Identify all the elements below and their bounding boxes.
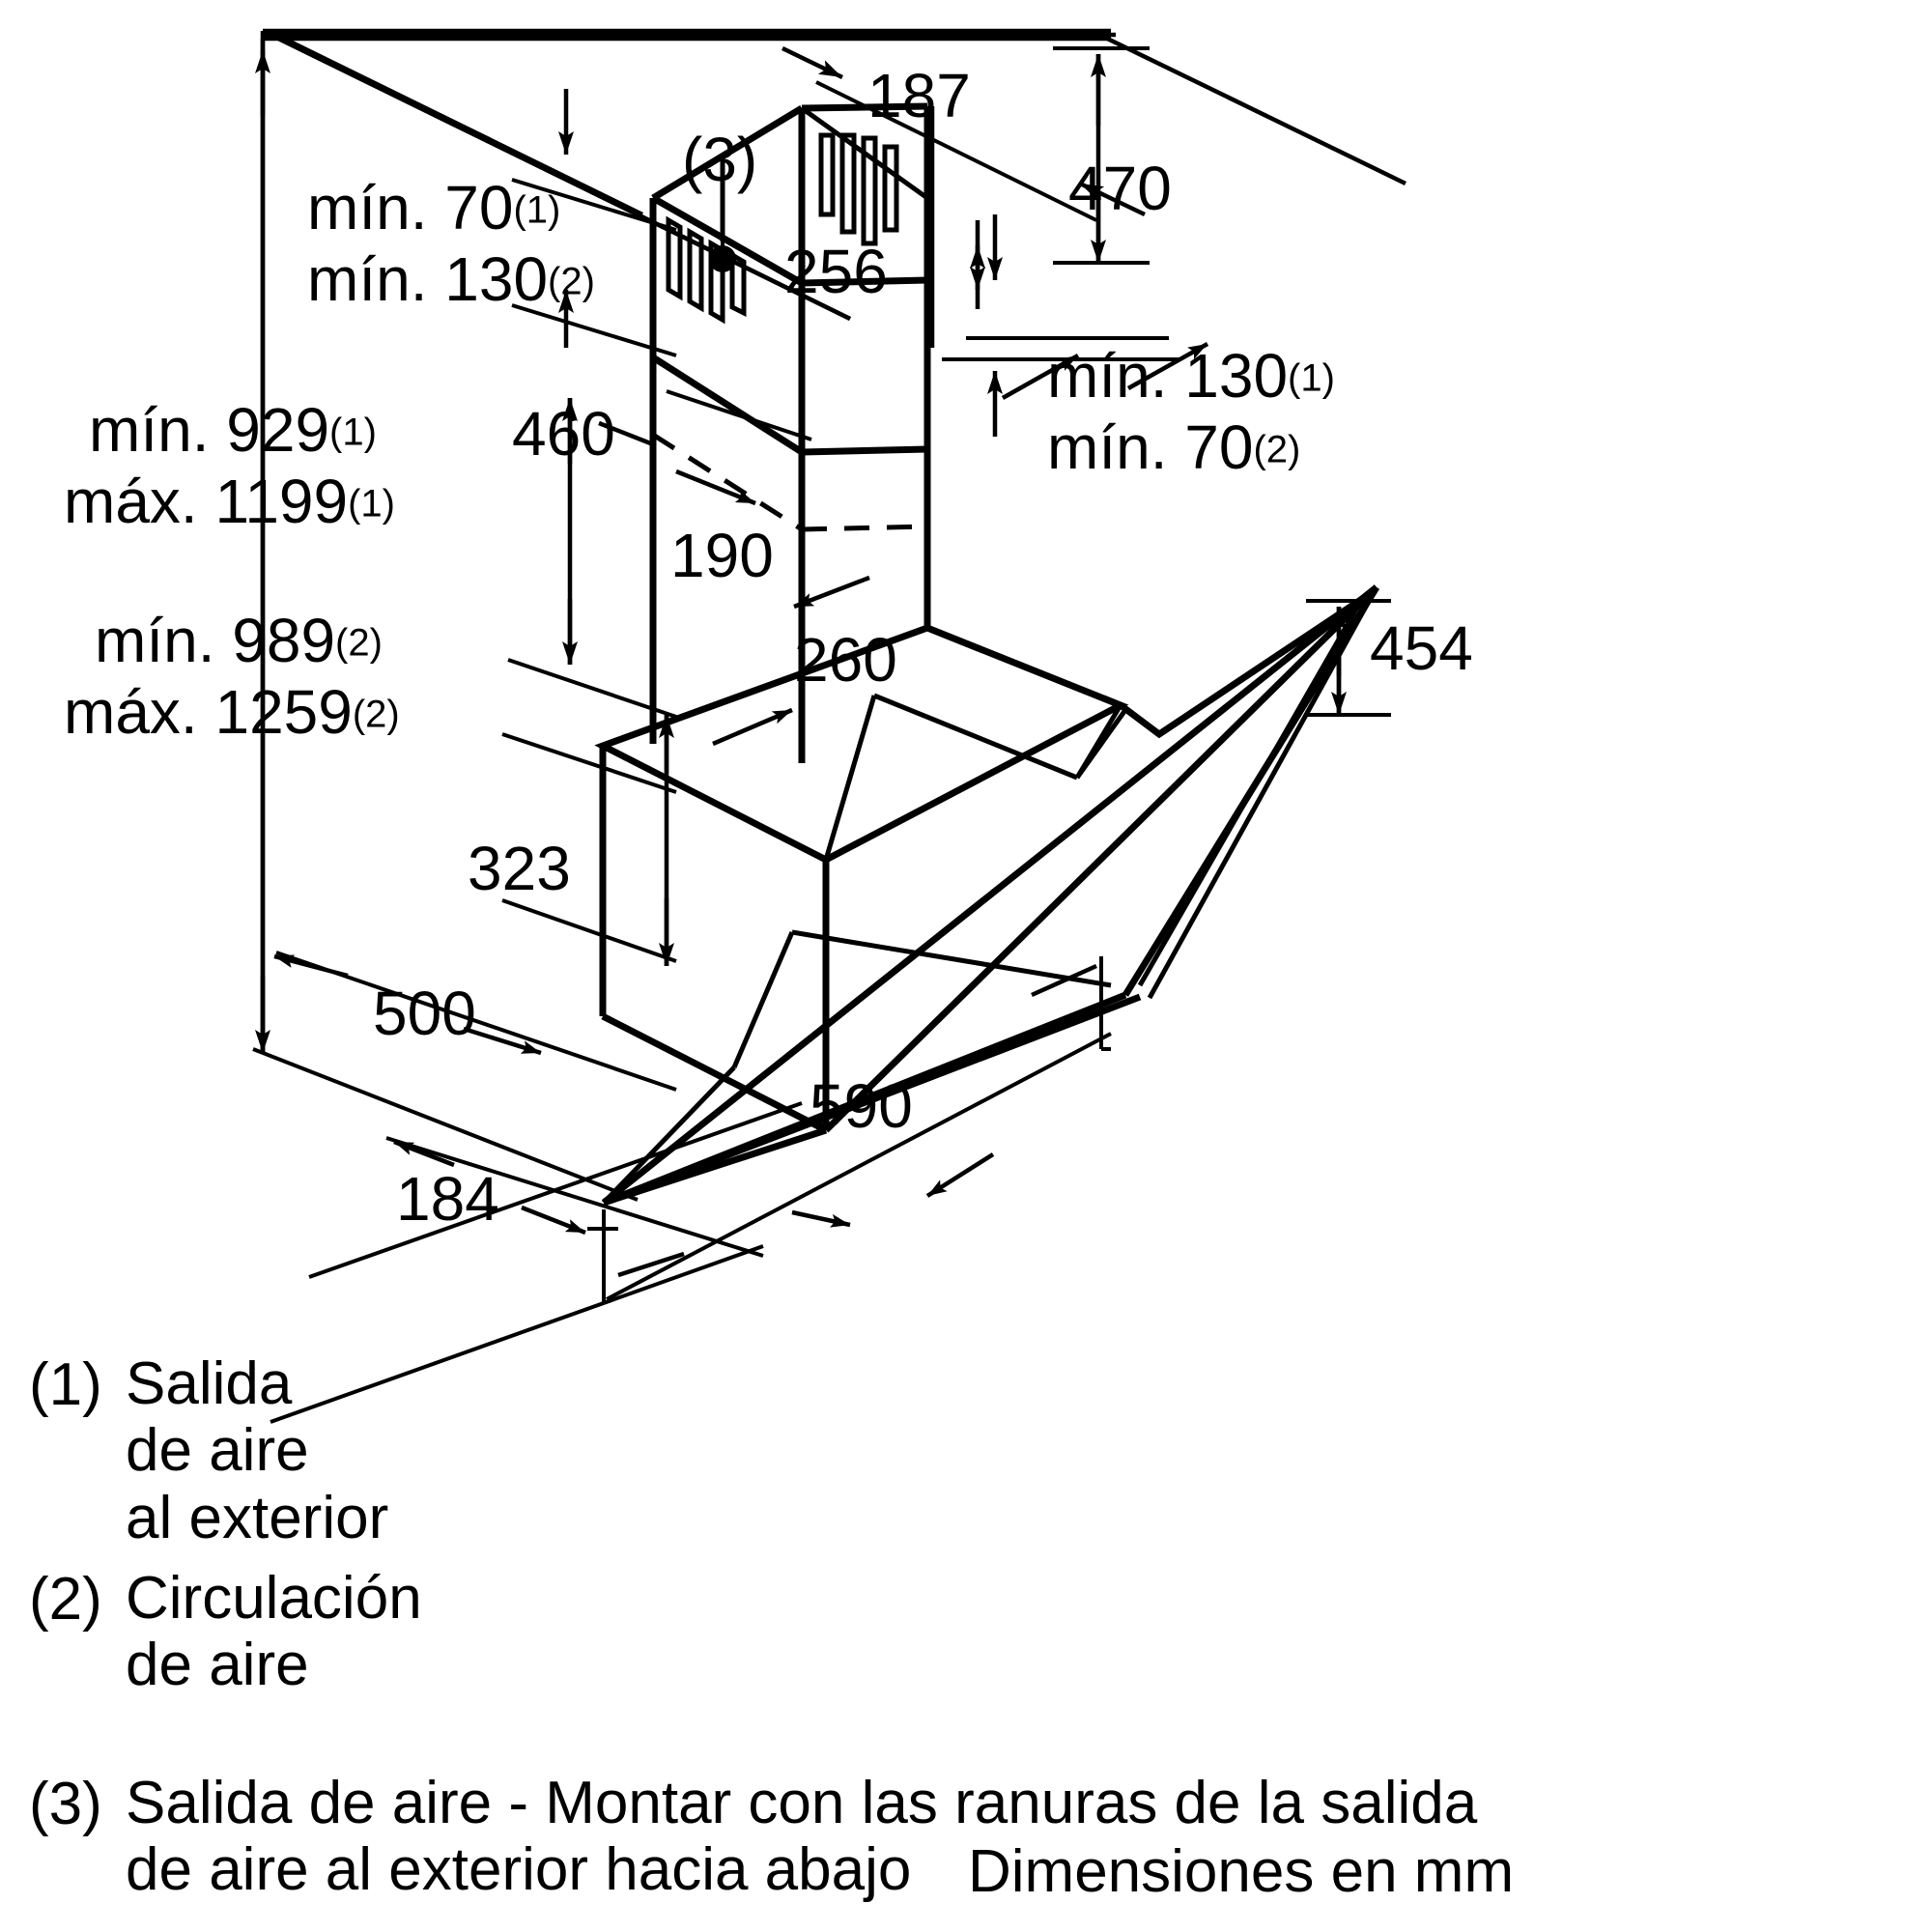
label-max1199-1-sup: (1) xyxy=(348,482,395,526)
label-590: 590 xyxy=(810,1070,913,1142)
footnote-1-line-1: Salida xyxy=(126,1350,293,1417)
chimney-lower xyxy=(649,355,928,744)
label-max1259-2-text: máx. 1259 xyxy=(64,677,353,747)
label-454-text: 454 xyxy=(1370,613,1473,683)
label-min70-2-right-sup: (2) xyxy=(1253,428,1301,471)
footnote-2-line-1: Circulación xyxy=(126,1565,422,1632)
dimline-190 xyxy=(598,420,756,506)
label-callout-3: (3) xyxy=(682,124,757,195)
dimline-460 xyxy=(507,389,812,719)
label-454: 454 xyxy=(1370,612,1473,684)
footnote-3: (3) Salida de aire - Montar con las ranu… xyxy=(29,1770,1922,1904)
dimline-min70-min130 xyxy=(511,89,677,357)
label-min70-2-right: mín. 70(2) xyxy=(1047,412,1300,483)
air-outlet-slots-right xyxy=(800,105,929,246)
label-max1199-1-text: máx. 1199 xyxy=(64,467,349,536)
label-184-text: 184 xyxy=(396,1164,499,1234)
label-470: 470 xyxy=(1068,153,1172,224)
label-184: 184 xyxy=(396,1163,499,1235)
glass-panel-outline xyxy=(601,584,1379,1207)
label-max1259-2: máx. 1259(2) xyxy=(64,676,400,748)
footnote-2-marker: (2) xyxy=(29,1566,102,1633)
footnote-3-line-1: Salida de aire - Montar con las ranuras … xyxy=(126,1770,1478,1836)
label-260: 260 xyxy=(794,624,897,696)
footnote-3-marker: (3) xyxy=(29,1771,102,1837)
dimline-184 xyxy=(385,1136,764,1258)
label-min130-2-text: mín. 130 xyxy=(307,244,549,314)
label-187-text: 187 xyxy=(867,61,971,130)
label-min929-1-text: mín. 929 xyxy=(89,395,330,465)
label-190-text: 190 xyxy=(670,521,774,590)
dimline-260 xyxy=(712,575,870,747)
oblique-guide-lines xyxy=(263,28,1406,217)
dimline-256 xyxy=(929,106,985,348)
label-min130-2: mín. 130(2) xyxy=(307,243,595,315)
label-min929-1: mín. 929(1) xyxy=(89,394,377,466)
footnote-1: (1) Salida de aire al exterior xyxy=(29,1350,570,1551)
label-187: 187 xyxy=(867,60,971,131)
label-min130-1-right: mín. 130(1) xyxy=(1047,340,1335,412)
dimline-470 xyxy=(1053,46,1150,265)
label-min130-1-right-text: mín. 130 xyxy=(1047,341,1289,411)
footnote-1-line-3: al exterior xyxy=(126,1484,389,1551)
dimline-323 xyxy=(501,715,677,966)
label-323-text: 323 xyxy=(468,834,571,903)
dimline-187 xyxy=(781,45,1146,222)
label-min989-2-text: mín. 989 xyxy=(95,606,336,675)
label-500-text: 500 xyxy=(373,979,476,1048)
footnote-3-line-2: de aire al exterior hacia abajo xyxy=(126,1836,912,1904)
label-323: 323 xyxy=(468,833,571,904)
label-min70-1: mín. 70(1) xyxy=(307,172,560,243)
footnote-1-line-2: de aire xyxy=(126,1417,309,1485)
footnote-1-marker: (1) xyxy=(29,1351,102,1418)
label-460: 460 xyxy=(512,398,615,469)
label-190: 190 xyxy=(670,520,774,591)
label-460-text: 460 xyxy=(512,399,615,469)
units-label: Dimensiones en mm xyxy=(968,1837,1514,1906)
footnote-pointer-lines xyxy=(270,1101,803,1424)
footnote-2: (2) Circulación de aire xyxy=(29,1565,570,1699)
label-min989-2-sup: (2) xyxy=(335,621,383,665)
label-590-text: 590 xyxy=(810,1071,913,1141)
label-min70-1-text: mín. 70 xyxy=(307,173,514,242)
label-min70-2-right-text: mín. 70 xyxy=(1047,412,1254,482)
label-470-text: 470 xyxy=(1068,154,1172,223)
label-500: 500 xyxy=(373,978,476,1049)
label-callout-3-text: (3) xyxy=(682,125,758,194)
label-min989-2: mín. 989(2) xyxy=(95,605,383,676)
hood-body xyxy=(594,624,1161,1134)
units-label-text: Dimensiones en mm xyxy=(968,1838,1515,1905)
label-min70-1-sup: (1) xyxy=(513,188,561,232)
label-256: 256 xyxy=(784,236,888,307)
dimline-590 xyxy=(602,956,1112,1302)
label-min130-1-right-sup: (1) xyxy=(1288,356,1335,400)
label-max1259-2-sup: (2) xyxy=(352,693,400,736)
label-256-text: 256 xyxy=(784,237,888,306)
label-max1199-1: máx. 1199(1) xyxy=(64,466,395,537)
footnote-2-line-2: de aire xyxy=(126,1632,309,1699)
dimline-min130-min70-right xyxy=(942,214,1209,437)
dimline-454 xyxy=(1306,599,1391,717)
label-min929-1-sup: (1) xyxy=(329,411,377,454)
dimline-total-heights xyxy=(252,39,639,1202)
label-260-text: 260 xyxy=(794,625,897,695)
label-min130-2-sup: (2) xyxy=(548,260,595,303)
